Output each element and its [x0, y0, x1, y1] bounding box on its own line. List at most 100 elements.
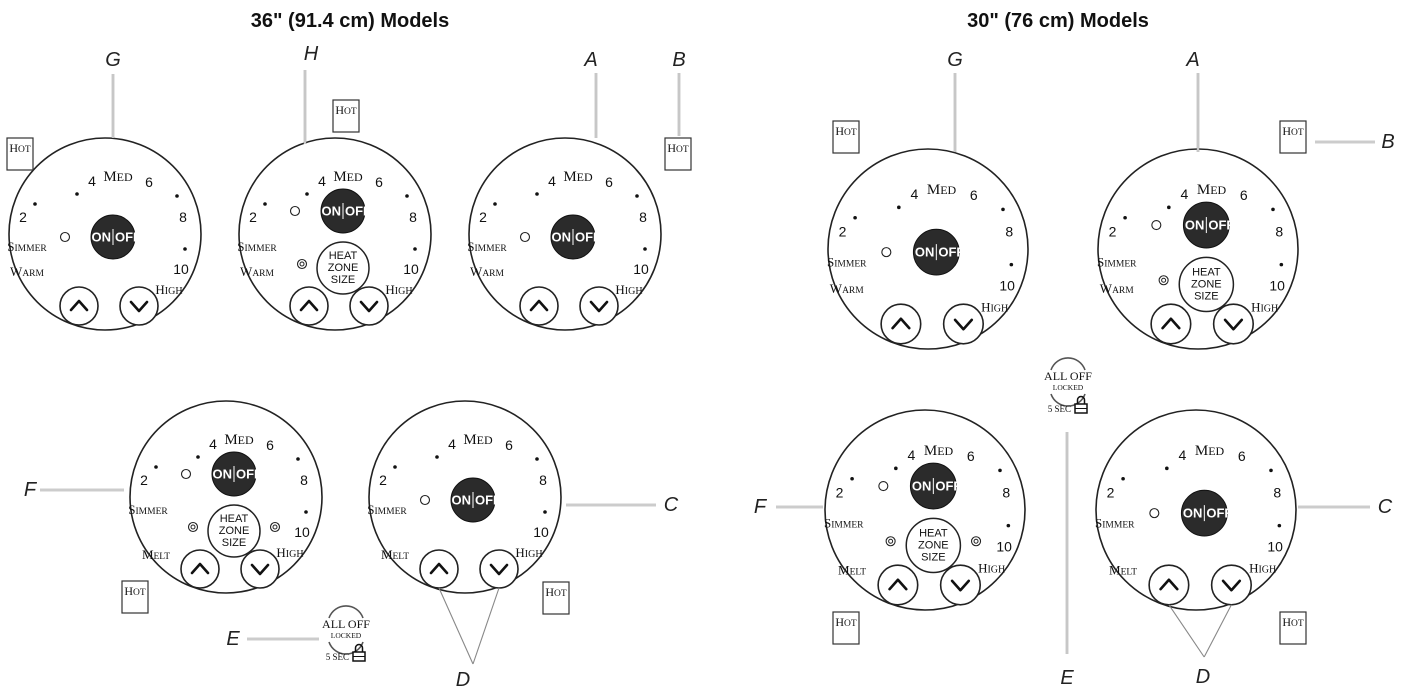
- level-med-label: MED: [224, 432, 254, 448]
- decrease-button[interactable]: [579, 286, 619, 326]
- off-label: OFF: [236, 467, 262, 482]
- increase-button[interactable]: [1148, 564, 1190, 606]
- melt-label: MELT: [142, 547, 170, 562]
- indicator-dot-icon: [1009, 262, 1014, 267]
- level-8-label: 8: [179, 209, 187, 225]
- warm-label: WARM: [1100, 281, 1134, 296]
- increase-button-face[interactable]: [59, 286, 99, 326]
- high-label: HIGH: [978, 561, 1005, 576]
- level-8-label: 8: [300, 472, 308, 488]
- hot-indicator: HOT: [542, 581, 570, 615]
- decrease-button-face[interactable]: [1212, 303, 1255, 345]
- up-arrow-icon: [1159, 578, 1179, 591]
- increase-button[interactable]: [59, 286, 99, 326]
- simmer-label: SIMMER: [128, 502, 168, 517]
- level-6-label: 6: [605, 174, 613, 190]
- callout-letter-a: A: [1185, 49, 1199, 71]
- indicator-dot-icon: [263, 202, 267, 206]
- callout-letter-g: G: [105, 49, 121, 71]
- pointer-line: [1203, 604, 1232, 658]
- indicator-dot-icon: [1006, 523, 1011, 528]
- melt-label: MELT: [381, 547, 409, 562]
- heat-zone-line1: HEAT: [919, 527, 948, 539]
- increase-button[interactable]: [880, 303, 922, 345]
- decrease-button[interactable]: [1210, 564, 1253, 606]
- indicator-dot-icon: [543, 510, 547, 514]
- decrease-button-face[interactable]: [119, 286, 159, 326]
- indicator-dot-icon: [894, 466, 898, 471]
- increase-button-face[interactable]: [880, 303, 922, 345]
- increase-button-face[interactable]: [180, 549, 220, 589]
- decrease-button[interactable]: [939, 564, 982, 606]
- decrease-button-face[interactable]: [349, 286, 389, 326]
- decrease-button-face[interactable]: [240, 549, 280, 589]
- heat-zone-size-face[interactable]: [207, 504, 261, 558]
- indicator-dot-icon: [304, 510, 308, 514]
- increase-button[interactable]: [1150, 303, 1192, 345]
- increase-button-face[interactable]: [1148, 564, 1190, 606]
- callout-letter-e: E: [1060, 667, 1074, 689]
- increase-button[interactable]: [877, 564, 919, 606]
- on-label: ON: [552, 230, 572, 245]
- callout-letter-f: F: [754, 496, 768, 518]
- up-arrow-icon: [190, 562, 210, 575]
- increase-button[interactable]: [519, 286, 559, 326]
- level-med-label: MED: [563, 169, 593, 185]
- hot-indicator-label: HOT: [545, 585, 567, 599]
- decrease-button[interactable]: [240, 549, 280, 589]
- increase-button[interactable]: [419, 549, 459, 589]
- increase-button-face[interactable]: [1150, 303, 1192, 345]
- down-arrow-icon: [1223, 318, 1244, 331]
- heat-zone-size-face[interactable]: [1178, 256, 1235, 313]
- increase-button-face[interactable]: [289, 286, 329, 326]
- hot-indicator-box: [6, 137, 34, 171]
- circular-arrow-icon: [328, 605, 364, 619]
- decrease-button[interactable]: [1212, 303, 1255, 345]
- hot-indicator-label: HOT: [9, 141, 31, 155]
- heat-zone-size-face[interactable]: [316, 241, 370, 295]
- on-label: ON: [322, 204, 342, 219]
- increase-button[interactable]: [180, 549, 220, 589]
- decrease-button[interactable]: [942, 303, 985, 345]
- decrease-button-face[interactable]: [479, 549, 519, 589]
- level-2-label: 2: [1109, 224, 1117, 240]
- increase-button-face[interactable]: [877, 564, 919, 606]
- decrease-button-face[interactable]: [942, 303, 985, 345]
- decrease-button-face[interactable]: [579, 286, 619, 326]
- decrease-button-face[interactable]: [939, 564, 982, 606]
- indicator-dot-icon: [435, 455, 439, 459]
- increase-button[interactable]: [289, 286, 329, 326]
- increase-button-face[interactable]: [519, 286, 559, 326]
- level-4-label: 4: [548, 173, 556, 189]
- level-6-label: 6: [1240, 187, 1248, 203]
- decrease-button[interactable]: [479, 549, 519, 589]
- indicator-light-icon: [180, 468, 192, 480]
- indicator-light-inner: [973, 538, 979, 544]
- level-med-label: MED: [927, 182, 957, 198]
- decrease-button[interactable]: [119, 286, 159, 326]
- heat-zone-size-face[interactable]: [905, 517, 962, 574]
- decrease-button-face[interactable]: [1210, 564, 1253, 606]
- decrease-button[interactable]: [349, 286, 389, 326]
- up-arrow-icon: [429, 562, 449, 575]
- indicator-dot-icon: [175, 194, 179, 198]
- increase-button-face[interactable]: [419, 549, 459, 589]
